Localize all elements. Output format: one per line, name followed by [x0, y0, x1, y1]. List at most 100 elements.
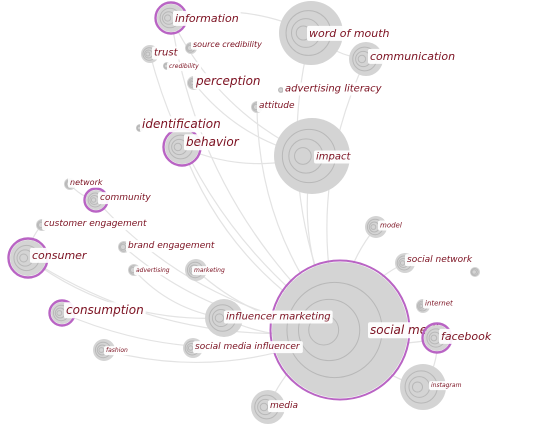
- node-label-bg: [192, 266, 227, 276]
- node-inner-ring: [187, 345, 194, 351]
- node-label-bg: [68, 176, 105, 188]
- node-identification[interactable]: identification: [136, 116, 223, 133]
- node-social-media-influencer[interactable]: social media influencer: [183, 338, 303, 358]
- node-customer-engagement[interactable]: customer engagement: [36, 218, 149, 231]
- node-perception[interactable]: perception: [187, 73, 263, 90]
- node-inner-ring: [298, 298, 361, 362]
- node-impact[interactable]: impact: [274, 118, 354, 194]
- node-credibility[interactable]: credibility: [163, 62, 202, 72]
- node-label-consumption: consumption: [66, 303, 144, 317]
- node-inner-ring: [259, 402, 269, 412]
- node-label-bg: [134, 266, 172, 276]
- node-inner-ring: [430, 334, 438, 342]
- node-label-bg: [423, 298, 456, 309]
- node-label-bg: [152, 46, 181, 60]
- node-label-advertising-literacy: advertising literacy: [285, 84, 383, 95]
- node-consumption[interactable]: consumption: [48, 299, 146, 327]
- node-label-identification: identification: [142, 117, 221, 131]
- node-label-social-media-influencer: social media influencer: [195, 342, 301, 352]
- node-source-credibility[interactable]: source credibility: [185, 38, 265, 54]
- node-label-trust: trust: [154, 48, 179, 59]
- node-bubble: [272, 262, 408, 398]
- node-social-network[interactable]: social network: [395, 253, 475, 273]
- node-label-media: media: [270, 401, 298, 411]
- node-layer: social media impact word of mouth instagram…: [7, 1, 494, 424]
- node-marketing[interactable]: marketing: [185, 259, 227, 281]
- node-influencer-marketing[interactable]: influencer marketing: [205, 299, 333, 337]
- node-label-bg: [184, 134, 242, 151]
- node-inner-ring: [145, 51, 151, 57]
- node-label-bg: [439, 328, 494, 344]
- node-inner-ring: [90, 197, 97, 203]
- node-inner-ring: [214, 313, 225, 323]
- node-label-bg: [257, 100, 298, 113]
- node-label-bg: [64, 302, 146, 319]
- node-label-social-network: social network: [407, 255, 473, 265]
- node-media[interactable]: media: [251, 390, 301, 424]
- node-inner-ring: [119, 243, 127, 251]
- node-label-bg: [193, 341, 303, 354]
- node-label-credibility: credibility: [169, 63, 199, 70]
- node-unlabeled[interactable]: [470, 267, 480, 277]
- node-model[interactable]: model: [365, 216, 404, 238]
- node-label-influencer-marketing: influencer marketing: [226, 312, 331, 323]
- node-label-bg: [314, 150, 354, 164]
- node-bubble: [274, 118, 350, 194]
- node-social-media[interactable]: social media: [269, 259, 448, 401]
- node-label-bg: [429, 381, 464, 391]
- node-facebook[interactable]: facebook: [421, 322, 494, 354]
- node-label-information: information: [175, 12, 239, 25]
- node-consumer[interactable]: consumer: [7, 237, 90, 279]
- node-label-bg: [368, 48, 458, 64]
- node-inner-ring: [419, 303, 424, 309]
- node-label-marketing: marketing: [194, 267, 225, 274]
- node-inner-ring: [173, 142, 183, 152]
- node-trust[interactable]: trust: [141, 45, 181, 63]
- node-information[interactable]: information: [154, 1, 241, 35]
- node-inner-ring: [357, 54, 367, 64]
- node-brand-engagement[interactable]: brand engagement: [118, 240, 217, 253]
- node-internet[interactable]: internet: [416, 298, 456, 313]
- node-community[interactable]: community: [83, 187, 154, 213]
- node-label-perception: perception: [195, 74, 261, 88]
- node-label-bg: [126, 240, 217, 253]
- node-label-behavior: behavior: [186, 135, 240, 149]
- node-instagram[interactable]: instagram: [400, 364, 464, 410]
- node-label-source-credibility: source credibility: [193, 40, 262, 49]
- node-inner-ring: [19, 253, 29, 263]
- node-word-of-mouth[interactable]: word of mouth: [279, 1, 392, 65]
- node-label-brand-engagement: brand engagement: [128, 241, 215, 251]
- node-label-bg: [140, 116, 223, 133]
- node-inner-ring: [278, 87, 284, 93]
- node-advertising-literacy[interactable]: advertising literacy: [278, 82, 385, 96]
- node-advertising[interactable]: advertising: [128, 264, 172, 276]
- node-label-community: community: [100, 193, 151, 203]
- node-label-bg: [30, 247, 90, 263]
- node-label-impact: impact: [316, 152, 351, 163]
- node-network[interactable]: network: [64, 176, 105, 190]
- node-label-bg: [173, 10, 241, 26]
- node-label-bg: [307, 25, 392, 41]
- node-label-bg: [167, 62, 202, 72]
- node-label-fashion: fashion: [106, 347, 128, 354]
- node-inner-ring: [411, 381, 424, 393]
- node-inner-ring: [98, 347, 105, 353]
- node-label-advertising: advertising: [136, 267, 170, 274]
- node-inner-ring: [471, 269, 477, 275]
- node-label-bg: [98, 192, 154, 205]
- node-inner-ring: [399, 260, 406, 266]
- node-label-bg: [378, 220, 404, 231]
- node-label-bg: [104, 346, 131, 356]
- node-label-facebook: facebook: [441, 330, 492, 343]
- node-inner-ring: [164, 14, 172, 22]
- node-label-bg: [42, 218, 149, 231]
- node-attitude[interactable]: attitude: [251, 100, 298, 113]
- node-behavior[interactable]: behavior: [162, 127, 242, 167]
- node-label-internet: internet: [425, 299, 453, 307]
- node-label-bg: [268, 400, 301, 413]
- node-label-communication: communication: [370, 50, 455, 63]
- node-fashion[interactable]: fashion: [93, 339, 131, 361]
- node-label-attitude: attitude: [259, 101, 295, 111]
- node-communication[interactable]: communication: [349, 42, 458, 76]
